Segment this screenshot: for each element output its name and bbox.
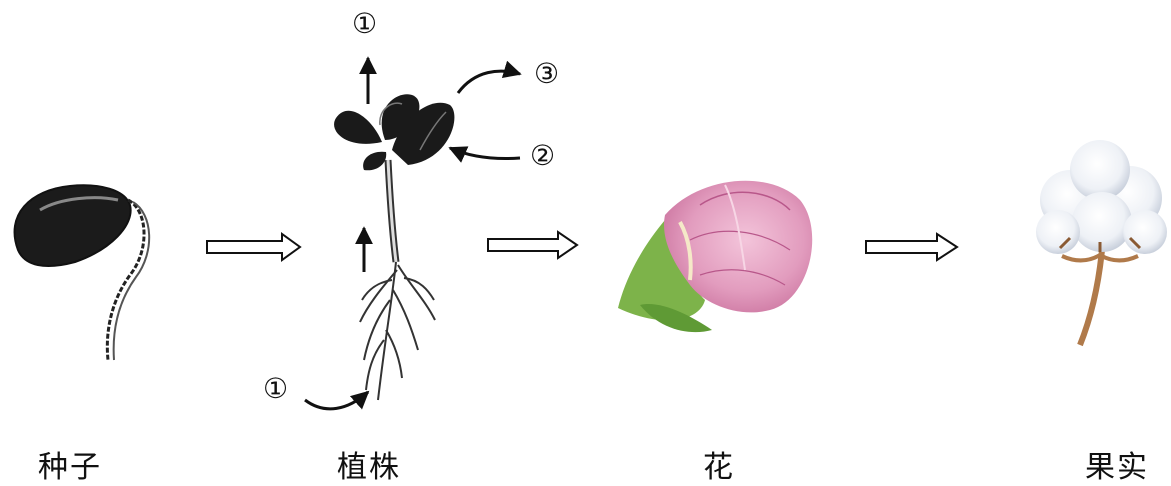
seed-illustration — [15, 185, 150, 360]
bud-marker: ③ — [534, 60, 559, 88]
leaf-marker: ② — [530, 142, 555, 170]
arrow-seed-to-plant — [207, 234, 300, 260]
stage-label-flower: 花 — [703, 442, 735, 486]
arrow-plant-to-flower — [488, 232, 577, 258]
plant-illustration — [305, 58, 520, 409]
stage-label-fruit: 果实 — [1085, 442, 1149, 486]
arrow-flower-to-fruit — [866, 234, 957, 260]
root-marker: ① — [263, 375, 288, 403]
fruit-illustration — [1036, 140, 1167, 345]
stage-label-plant: 植株 — [337, 442, 401, 486]
top-marker: ① — [352, 10, 377, 38]
stage-label-seed: 种子 — [38, 442, 102, 486]
flower-illustration — [618, 181, 812, 332]
